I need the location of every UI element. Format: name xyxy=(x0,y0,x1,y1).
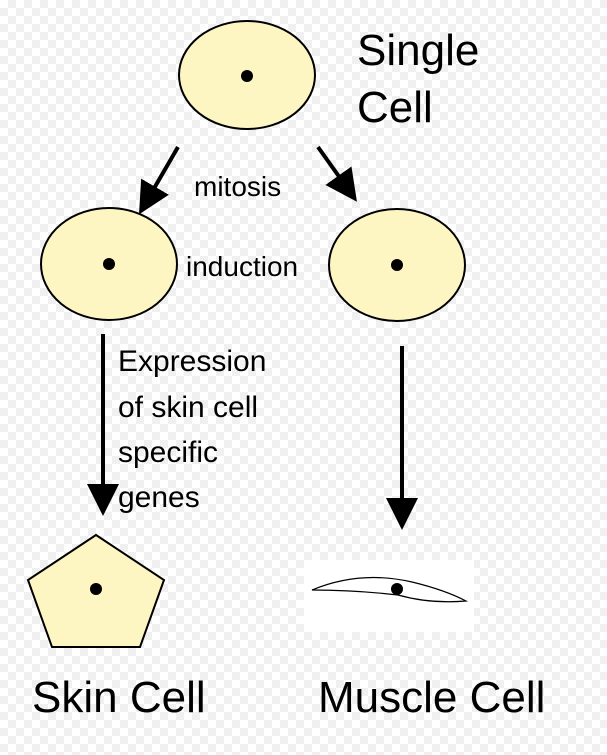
mitosis-label: mitosis xyxy=(194,171,282,202)
muscle-cell-label: Muscle Cell xyxy=(318,673,546,722)
left-daughter-cell xyxy=(40,207,178,321)
single-cell xyxy=(178,20,316,130)
right-daughter-cell xyxy=(328,208,466,322)
expression-label-line4: genes xyxy=(118,481,200,514)
arrow-to-right-cell xyxy=(316,145,357,202)
arrow-to-left-cell xyxy=(138,145,180,215)
skin-cell-label: Skin Cell xyxy=(32,673,206,722)
nucleus-dot xyxy=(90,583,102,595)
nucleus-dot xyxy=(241,70,253,82)
expression-label-line1: Expression xyxy=(118,345,267,378)
expression-label-line2: of skin cell xyxy=(118,391,259,424)
induction-label: induction xyxy=(186,251,299,282)
nucleus-dot xyxy=(391,259,403,271)
muscle-cell-spindle xyxy=(311,576,469,603)
single-cell-label-line2: Cell xyxy=(357,83,433,132)
nucleus-dot xyxy=(103,258,115,270)
nucleus-dot xyxy=(391,583,403,595)
single-cell-label-line1: Single xyxy=(357,26,480,75)
expression-label-line3: specific xyxy=(118,436,219,469)
skin-cell-pentagon xyxy=(26,533,166,648)
